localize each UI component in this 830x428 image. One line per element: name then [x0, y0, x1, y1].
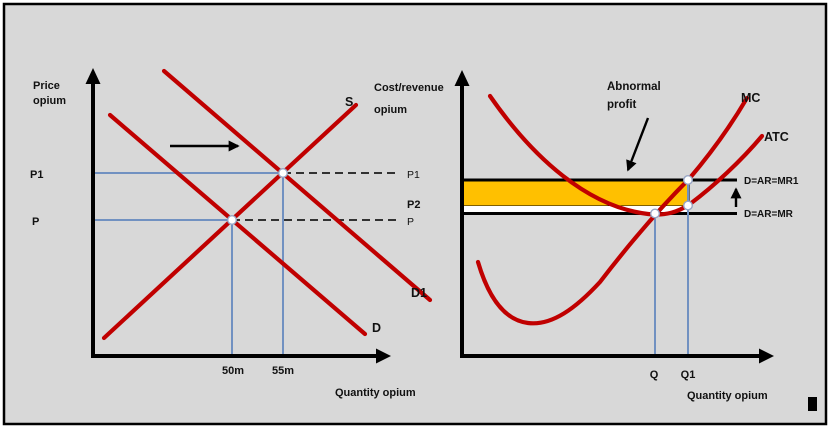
- mc-mr-point: [650, 208, 661, 219]
- equilibrium-point-shifted: [278, 167, 289, 178]
- profit-gap-strip: [463, 206, 689, 212]
- p2-right-label: P2: [407, 199, 420, 211]
- right-x-axis-label: Quantity opium: [687, 390, 768, 402]
- supply-label: S: [345, 95, 353, 109]
- cost-revenue-chart: Cost/revenue opium Abnormal profit MC AT…: [374, 70, 799, 402]
- left-x-axis-label: Quantity opium: [335, 387, 416, 399]
- p-right-label: P: [407, 216, 414, 228]
- q-label: Q: [650, 369, 659, 381]
- p-left-label: P: [32, 216, 39, 228]
- atc-q1-point: [683, 200, 694, 211]
- atc-label: ATC: [764, 130, 789, 144]
- right-y-axis-label-line2: opium: [374, 104, 407, 116]
- corner-artifact: [808, 397, 817, 411]
- equilibrium-point: [226, 214, 237, 225]
- mr-label: D=AR=MR: [744, 209, 794, 220]
- quantity-55m-label: 55m: [272, 365, 294, 377]
- demand-shifted-label: D1: [411, 286, 427, 300]
- left-y-axis-label-line1: Price: [33, 80, 60, 92]
- mc-label: MC: [741, 91, 760, 105]
- left-y-axis-label-line2: opium: [33, 95, 66, 107]
- mc-curve: [475, 95, 750, 326]
- p1-left-label: P1: [30, 169, 43, 181]
- demand-curve: [107, 112, 368, 337]
- right-y-axis-label-line1: Cost/revenue: [374, 82, 444, 94]
- supply-demand-chart: Price opium P1 P S D D1 P1 P2 P 50m 55m …: [30, 68, 433, 399]
- mc-mr1-point: [683, 174, 694, 185]
- left-y-axis-arrow: [85, 68, 101, 84]
- mr1-label: D=AR=MR1: [744, 176, 799, 187]
- left-x-axis-arrow: [376, 348, 391, 364]
- abnormal-profit-label-line2: profit: [607, 99, 637, 111]
- demand-label: D: [372, 321, 381, 335]
- quantity-50m-label: 50m: [222, 365, 244, 377]
- abnormal-profit-arrow: [626, 117, 650, 172]
- demand-shifted-curve: [161, 68, 433, 303]
- q1-label: Q1: [681, 369, 696, 381]
- p1-right-label: P1: [407, 169, 420, 181]
- right-y-axis-arrow: [454, 70, 470, 86]
- right-x-axis-arrow: [759, 348, 774, 364]
- abnormal-profit-label-line1: Abnormal: [607, 81, 661, 93]
